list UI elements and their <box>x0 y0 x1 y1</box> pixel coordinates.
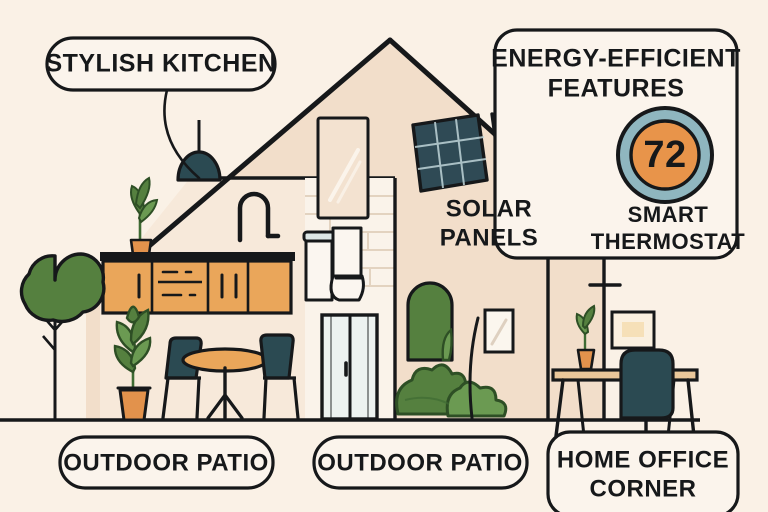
countertop <box>100 252 295 261</box>
kitchen-faucet <box>237 191 281 243</box>
label-home-office-corner[interactable]: HOME OFFICE CORNER <box>546 430 740 512</box>
solar-panel-1 <box>411 113 489 193</box>
patio-chair-right <box>259 333 300 420</box>
label-stylish-kitchen[interactable]: STYLISH KITCHEN <box>45 36 277 92</box>
label-solar-panels[interactable]: SOLAR PANELS <box>440 195 539 251</box>
label-stylish-kitchen-text: STYLISH KITCHEN <box>45 50 276 78</box>
label-outdoor-patio-left[interactable]: OUTDOOR PATIO <box>58 435 275 490</box>
interior-dividers <box>0 178 700 422</box>
thermostat-reading-overlay: 72 <box>643 134 686 176</box>
label-home-office-line-2: CORNER <box>589 475 696 502</box>
label-energy-line-2: FEATURES <box>548 75 685 103</box>
label-outdoor-patio-center-text: OUTDOOR PATIO <box>317 449 523 476</box>
office-potted-plant <box>575 304 596 371</box>
kitchen-callout-line <box>163 88 201 180</box>
label-solar-panels-line-2: PANELS <box>440 224 539 251</box>
label-solar-panels-line-1: SOLAR <box>446 195 533 222</box>
label-outdoor-patio-center[interactable]: OUTDOOR PATIO <box>312 435 529 490</box>
label-smart-thermostat-line-1: SMART <box>628 202 709 227</box>
label-energy-line-1: ENERGY-EFFICIENT <box>491 45 741 73</box>
patio-left <box>113 305 300 422</box>
pendant-lamp <box>176 120 222 182</box>
office-framed-art <box>610 310 656 350</box>
label-home-office-line-1: HOME OFFICE <box>557 446 729 473</box>
garden-shrubs <box>395 281 515 420</box>
patio-potted-plant <box>113 305 152 422</box>
toilet <box>302 226 365 302</box>
label-smart-thermostat[interactable]: SMART THERMOSTAT <box>591 202 746 254</box>
tree <box>19 252 106 420</box>
thermostat-dial-overlay: 72 <box>616 106 714 204</box>
label-smart-thermostat-line-2: THERMOSTAT <box>591 229 746 254</box>
label-outdoor-patio-left-text: OUTDOOR PATIO <box>63 449 269 476</box>
sliding-glass-door <box>320 313 379 421</box>
cabinets <box>101 259 293 315</box>
home-office <box>551 283 699 447</box>
wall-mirror <box>316 116 370 220</box>
